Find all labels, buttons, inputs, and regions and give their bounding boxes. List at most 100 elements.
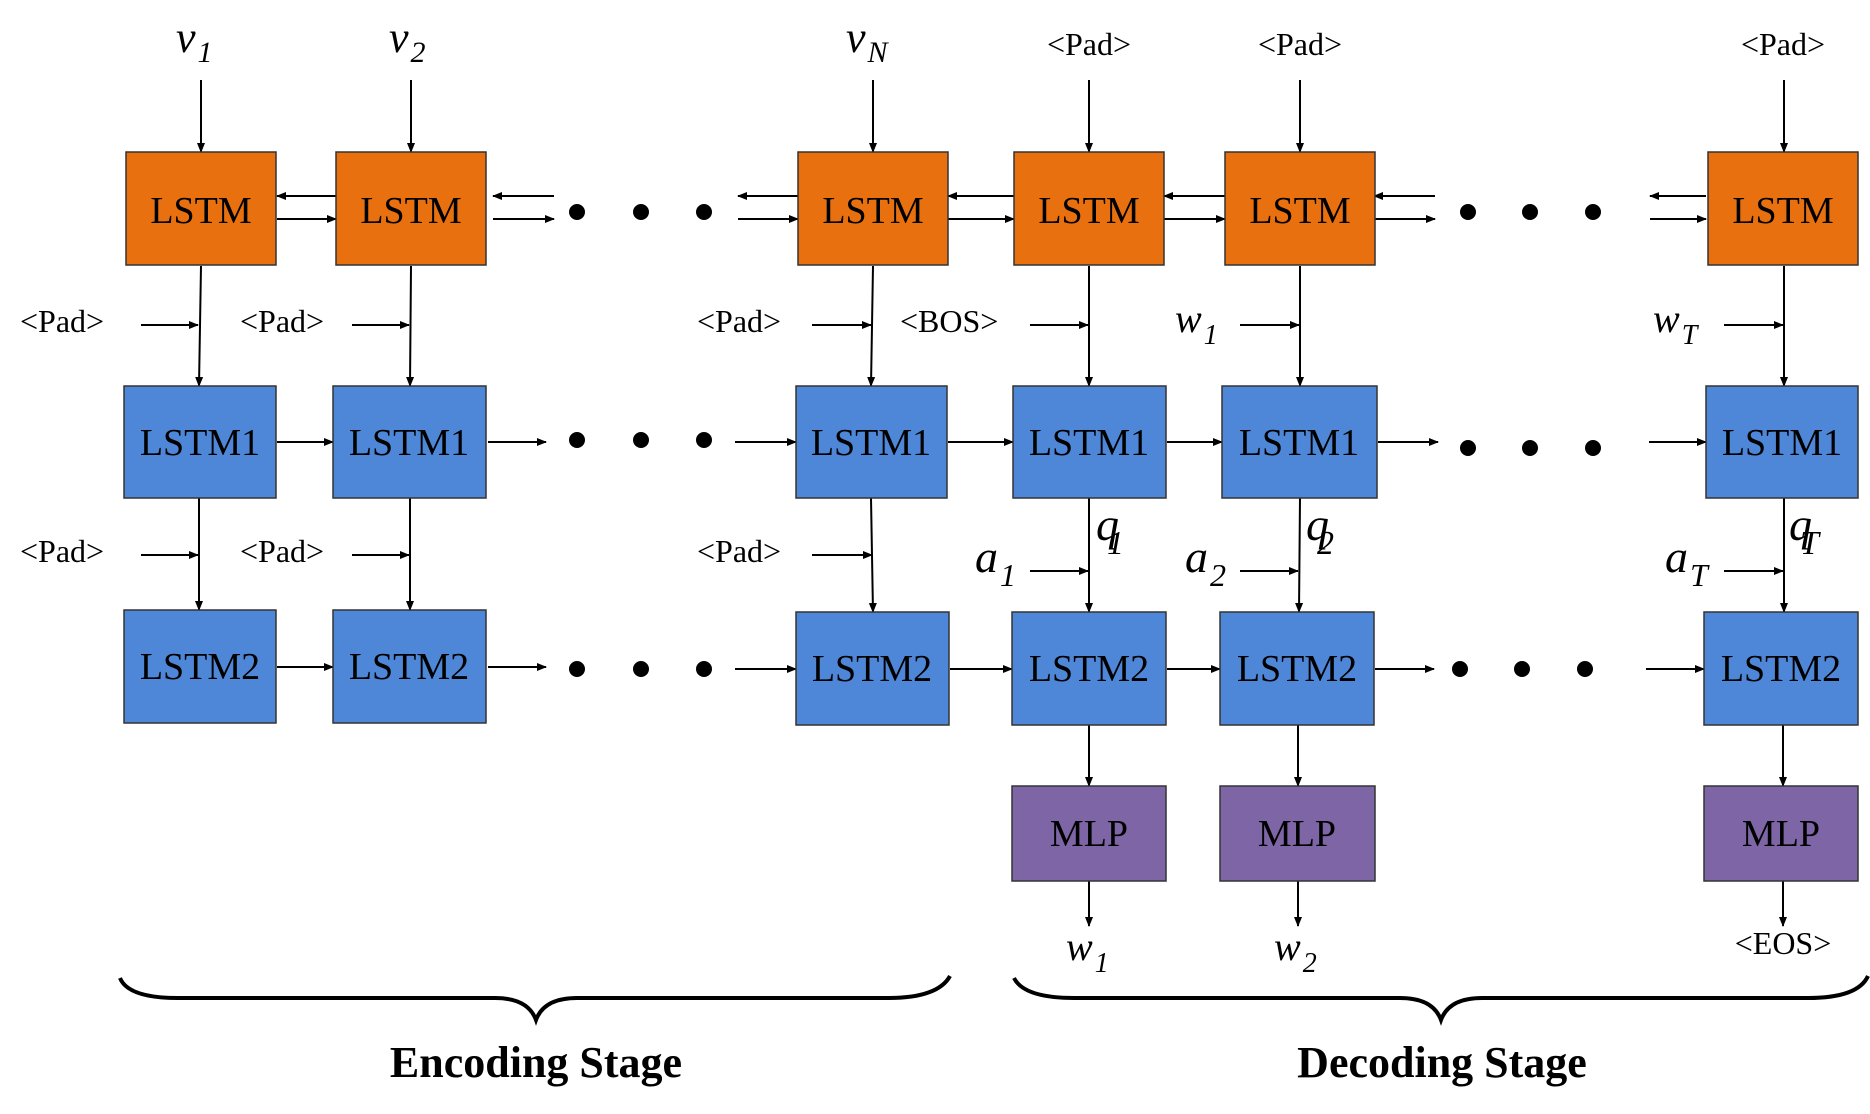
output-w1: w1: [1066, 924, 1109, 979]
arrow-down: [867, 265, 876, 387]
lstm-label: LSTM: [1038, 190, 1139, 232]
lstm2-box: LSTM2: [1219, 611, 1375, 726]
a1-label: a1: [975, 531, 1016, 593]
dot: [1452, 661, 1468, 677]
lstm1-box: LSTM1: [1221, 385, 1378, 499]
lstm1-label: LSTM1: [349, 422, 469, 464]
ellipsis-dots: [569, 204, 1601, 677]
dot: [633, 204, 649, 220]
mlp-label: MLP: [1742, 813, 1820, 855]
dot: [1522, 204, 1538, 220]
lstm-label: LSTM: [150, 190, 251, 232]
dot: [1585, 204, 1601, 220]
lstm1-label: LSTM1: [1029, 422, 1149, 464]
lstm2-label: LSTM2: [349, 646, 469, 688]
w1-input-label: w1: [1175, 296, 1218, 351]
mlp-label: MLP: [1050, 813, 1128, 855]
dot: [633, 661, 649, 677]
arrow-down: [406, 265, 415, 387]
lstm-box: LSTM: [335, 151, 487, 266]
dot: [696, 432, 712, 448]
pad-label: <Pad>: [697, 303, 781, 339]
dot: [696, 661, 712, 677]
mlp-row: MLP MLP MLP: [1011, 785, 1859, 882]
lstm2-box: LSTM2: [1703, 611, 1859, 726]
arrow-down: [195, 265, 204, 387]
lstm1-box: LSTM1: [332, 385, 487, 499]
pad-label: <Pad>: [240, 303, 324, 339]
input-v1: v1: [176, 13, 213, 69]
wT-input-label: wT: [1653, 296, 1700, 351]
mlp-box: MLP: [1011, 785, 1167, 882]
outputs: w1 w2 <EOS>: [1066, 924, 1831, 979]
q2-label: q2: [1306, 499, 1334, 562]
dot: [696, 204, 712, 220]
dot: [1577, 661, 1593, 677]
stage-labels: Encoding Stage Decoding Stage: [390, 1038, 1587, 1087]
dot: [569, 432, 585, 448]
dot: [1514, 661, 1530, 677]
arrows: [141, 80, 1788, 927]
bos-label: <BOS>: [900, 303, 998, 339]
lstm2-label: LSTM2: [1237, 648, 1357, 690]
lstm2-row: LSTM2 LSTM2 LSTM2 LSTM2 LSTM2 LSTM2: [123, 609, 1859, 726]
pad-label: <Pad>: [20, 533, 104, 569]
dot: [1460, 204, 1476, 220]
lstm1-box: LSTM1: [795, 385, 948, 499]
lstm1-label: LSTM1: [140, 422, 260, 464]
lstm-box: LSTM: [797, 151, 949, 266]
lstm1-box: LSTM1: [1705, 385, 1859, 499]
row2-inputs: <Pad> <Pad> <Pad> <BOS> w1 wT: [20, 296, 1700, 351]
pad-label: <Pad>: [20, 303, 104, 339]
lstm-label: LSTM: [1732, 190, 1833, 232]
decoding-brace: [1012, 975, 1870, 1026]
braces: [118, 974, 1870, 1026]
input-v2: v2: [389, 13, 426, 69]
row3-inputs: <Pad> <Pad> <Pad> q1 q2 qT a1 a2 aT: [20, 499, 1821, 593]
lstm2-label: LSTM2: [812, 648, 932, 690]
input-pad: <Pad>: [1258, 26, 1342, 62]
qT-label: qT: [1789, 499, 1821, 562]
lstm1-box: LSTM1: [1012, 385, 1167, 499]
lstm-label: LSTM: [1249, 190, 1350, 232]
input-pad: <Pad>: [1047, 26, 1131, 62]
lstm1-box: LSTM1: [123, 385, 277, 499]
top-inputs: v1 v2 vN <Pad> <Pad> <Pad>: [176, 13, 1825, 69]
dot: [1522, 440, 1538, 456]
lstm2-label: LSTM2: [1029, 648, 1149, 690]
a2-label: a2: [1185, 531, 1226, 593]
output-eos: <EOS>: [1735, 925, 1832, 961]
lstm-top-row: LSTM LSTM LSTM LSTM LSTM LSTM: [125, 151, 1859, 266]
dot: [1585, 440, 1601, 456]
lstm1-label: LSTM1: [1239, 422, 1359, 464]
aT-label: aT: [1665, 531, 1710, 593]
lstm-box: LSTM: [1707, 151, 1859, 266]
mlp-label: MLP: [1258, 813, 1336, 855]
lstm-label: LSTM: [360, 190, 461, 232]
dot: [569, 661, 585, 677]
lstm2-box: LSTM2: [1011, 611, 1167, 726]
mlp-box: MLP: [1219, 785, 1376, 882]
output-w2: w2: [1274, 924, 1317, 979]
lstm-box: LSTM: [1224, 151, 1376, 266]
dot: [633, 432, 649, 448]
lstm2-label: LSTM2: [140, 646, 260, 688]
pad-label: <Pad>: [697, 533, 781, 569]
dot: [569, 204, 585, 220]
lstm-box: LSTM: [125, 151, 277, 266]
decoding-stage-label: Decoding Stage: [1297, 1038, 1587, 1087]
input-vN: vN: [846, 13, 890, 69]
encoding-brace: [118, 974, 952, 1026]
dot: [1460, 440, 1476, 456]
q1-label: q1: [1096, 499, 1124, 562]
lstm2-box: LSTM2: [795, 611, 950, 726]
pad-label: <Pad>: [240, 533, 324, 569]
lstm2-box: LSTM2: [123, 609, 277, 724]
input-pad: <Pad>: [1741, 26, 1825, 62]
lstm1-label: LSTM1: [811, 422, 931, 464]
lstm-box: LSTM: [1013, 151, 1165, 266]
lstm1-label: LSTM1: [1722, 422, 1842, 464]
lstm-label: LSTM: [822, 190, 923, 232]
lstm2-label: LSTM2: [1721, 648, 1841, 690]
